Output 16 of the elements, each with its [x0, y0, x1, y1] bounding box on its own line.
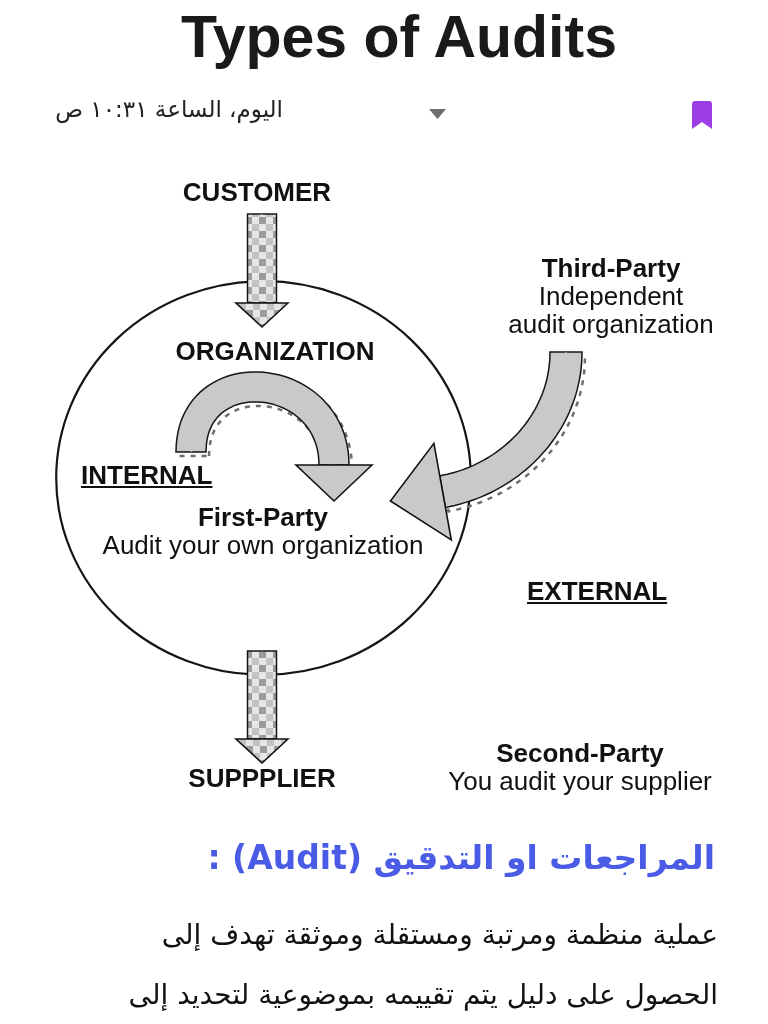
- node-label: SUPPPLIER: [188, 764, 336, 792]
- party-description: You audit your supplier: [448, 767, 712, 795]
- page-title: Types of Audits: [181, 3, 617, 72]
- region-label: INTERNAL: [81, 461, 213, 489]
- party-heading: Third-Party: [541, 254, 681, 282]
- party-heading: First-Party: [197, 503, 328, 531]
- party-description: Audit your own organization: [102, 531, 424, 559]
- body-paragraph: عملية منظمة ومرتبة ومستقلة وموثقة تهدف إلى الحصول على دليل يتم تقييمه بموضوعية لتحديد إلى: [127, 917, 718, 1013]
- region-label: EXTERNAL: [527, 577, 668, 605]
- organization-circle: [55, 280, 472, 676]
- timestamp-text: اليوم، الساعة ١٠:٣١ ص: [55, 95, 283, 124]
- circle-label: ORGANIZATION: [175, 337, 375, 365]
- party-description: Independent audit organization: [508, 282, 714, 338]
- party-heading: Second-Party: [496, 739, 664, 767]
- section-heading: المراجعات او التدقيق (Audit) :: [207, 837, 715, 880]
- node-label: CUSTOMER: [182, 178, 332, 206]
